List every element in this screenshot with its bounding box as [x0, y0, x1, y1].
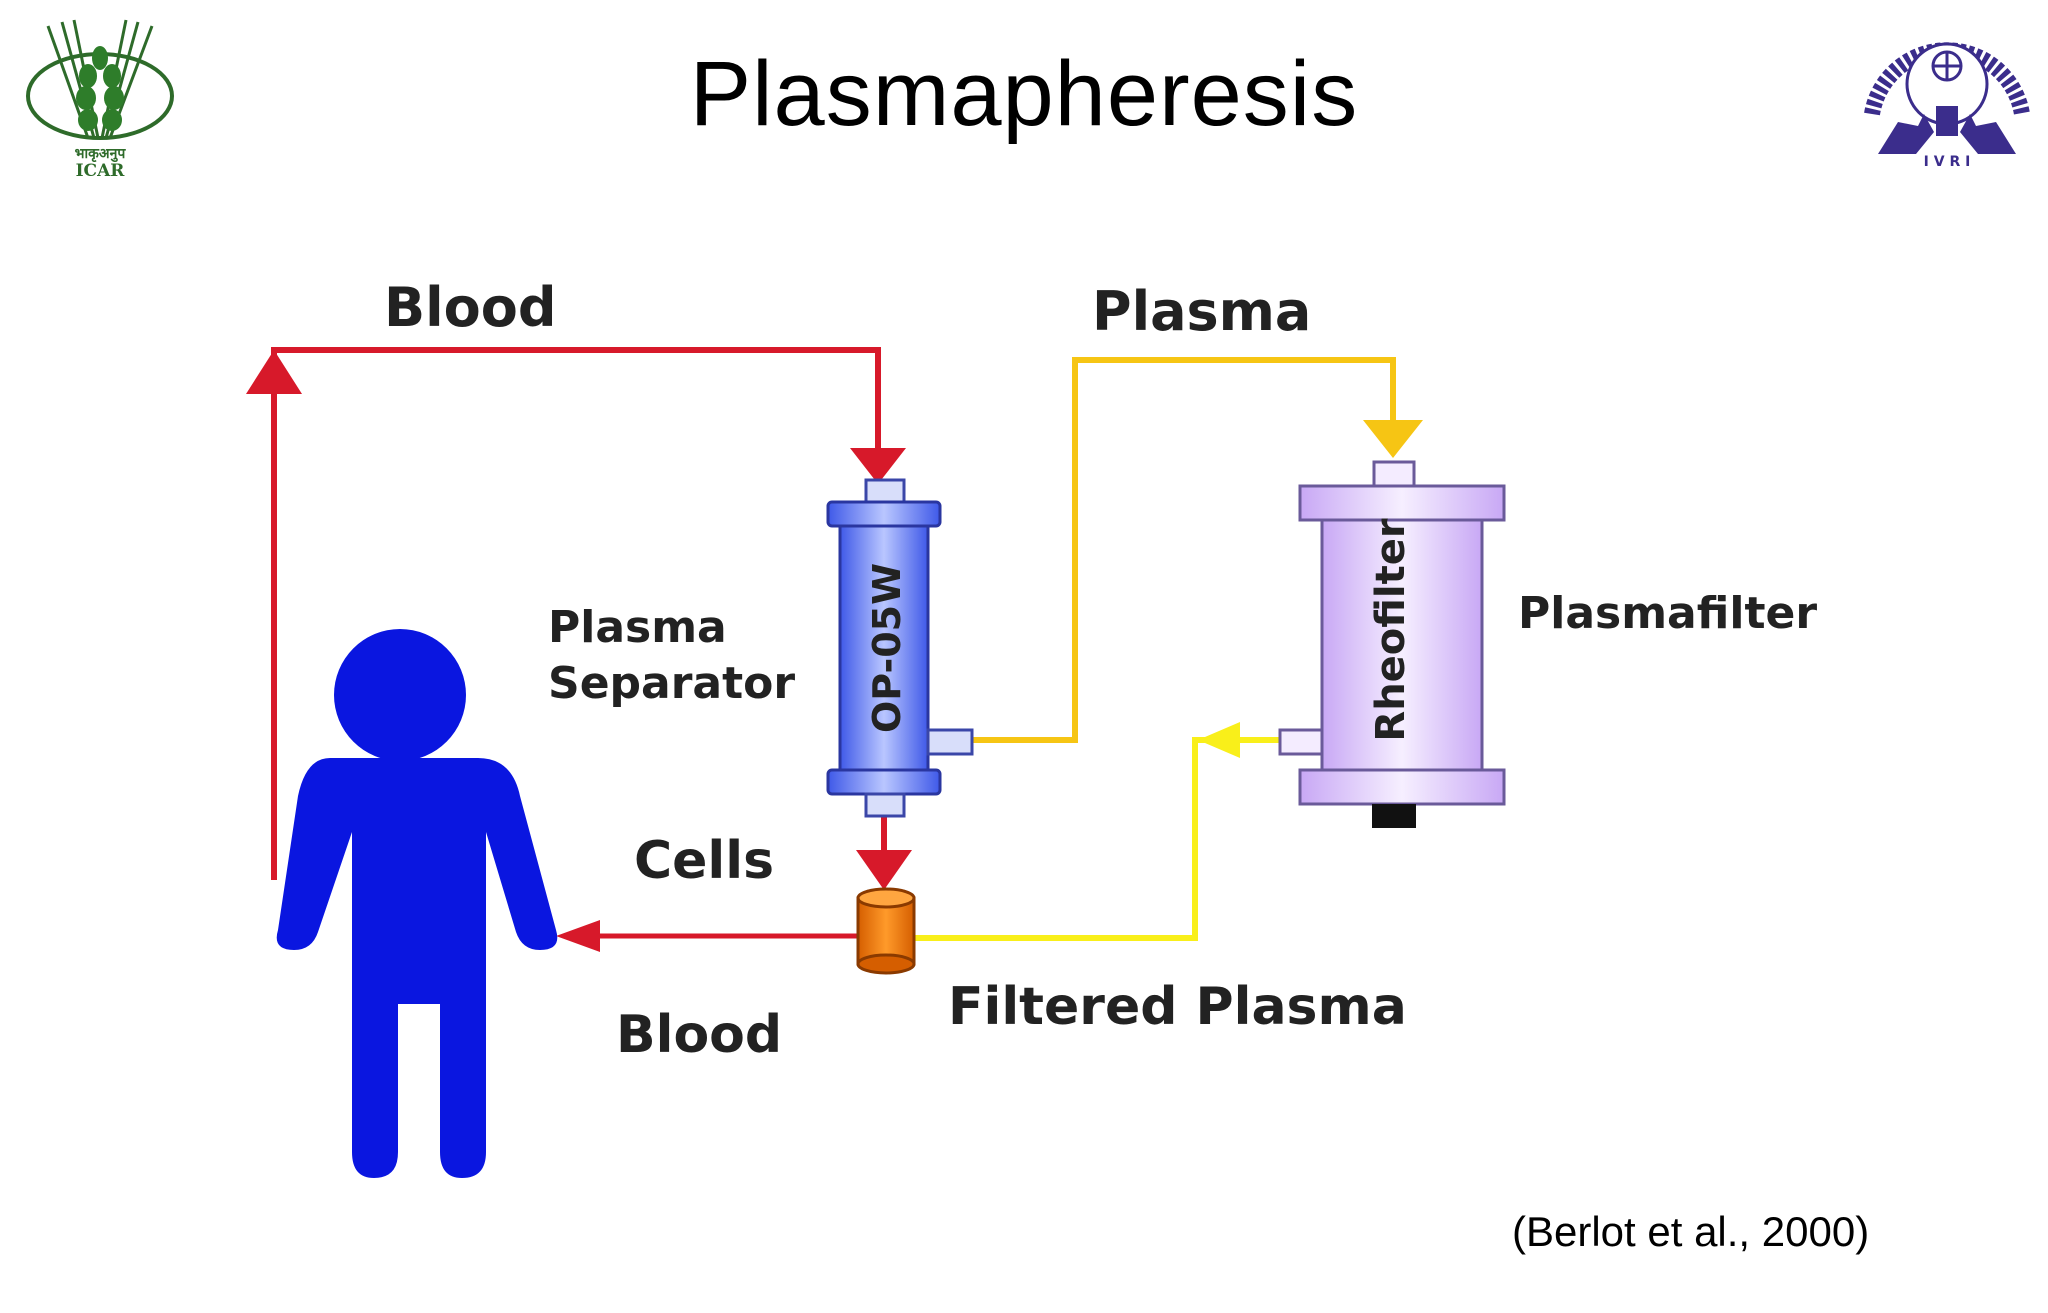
plasmafilter-device[interactable]: Rheofilter: [1278, 460, 1506, 828]
cells-container[interactable]: [856, 887, 916, 975]
plasma-separator-device[interactable]: OP-05W: [826, 478, 974, 818]
separator-device-label: OP-05W: [865, 563, 909, 733]
patient-body: [276, 758, 558, 1178]
icar-hindi-text: भाकृअनुप: [75, 146, 127, 163]
plasma-top-label: Plasma: [1092, 280, 1311, 343]
plasmafilter-label: Plasmafilter: [1518, 588, 1817, 639]
blood-up-arrowhead: [246, 350, 302, 394]
filtered-plasma-flow-line: [912, 737, 1280, 941]
blood-bottom-label: Blood: [616, 1005, 782, 1065]
plasma-down-arrowhead: [1363, 420, 1423, 458]
plasma-separator-label-line2: Separator: [548, 658, 795, 709]
filter-device-label: Rheofilter: [1368, 518, 1414, 741]
plasma-flow-line: [972, 357, 1396, 743]
blood-return-arrowhead: [556, 920, 600, 952]
filtered-plasma-label: Filtered Plasma: [948, 977, 1407, 1037]
filtered-plasma-left-arrowhead: [1198, 722, 1240, 758]
icar-wheat-icon: [26, 19, 174, 140]
plasma-separator-label-line1: Plasma: [548, 602, 727, 653]
blood-top-label: Blood: [384, 276, 557, 339]
blood-flow-line: [271, 347, 881, 880]
citation: (Berlot et al., 2000): [1512, 1208, 1870, 1255]
cells-label: Cells: [634, 831, 774, 891]
patient-head: [334, 629, 466, 761]
cells-down-arrowhead: [856, 850, 912, 890]
ivri-emblem-icon: [1864, 42, 2030, 154]
ivri-text: I V R I: [1924, 154, 1971, 170]
icar-text: ICAR: [76, 161, 126, 180]
icar-logo: भाकृअनुप ICAR: [26, 19, 174, 180]
slide-title: Plasmapheresis: [689, 43, 1359, 145]
blood-down-arrowhead: [850, 448, 906, 484]
ivri-logo: I V R I: [1864, 42, 2030, 170]
patient-figure-icon: [276, 629, 558, 1178]
